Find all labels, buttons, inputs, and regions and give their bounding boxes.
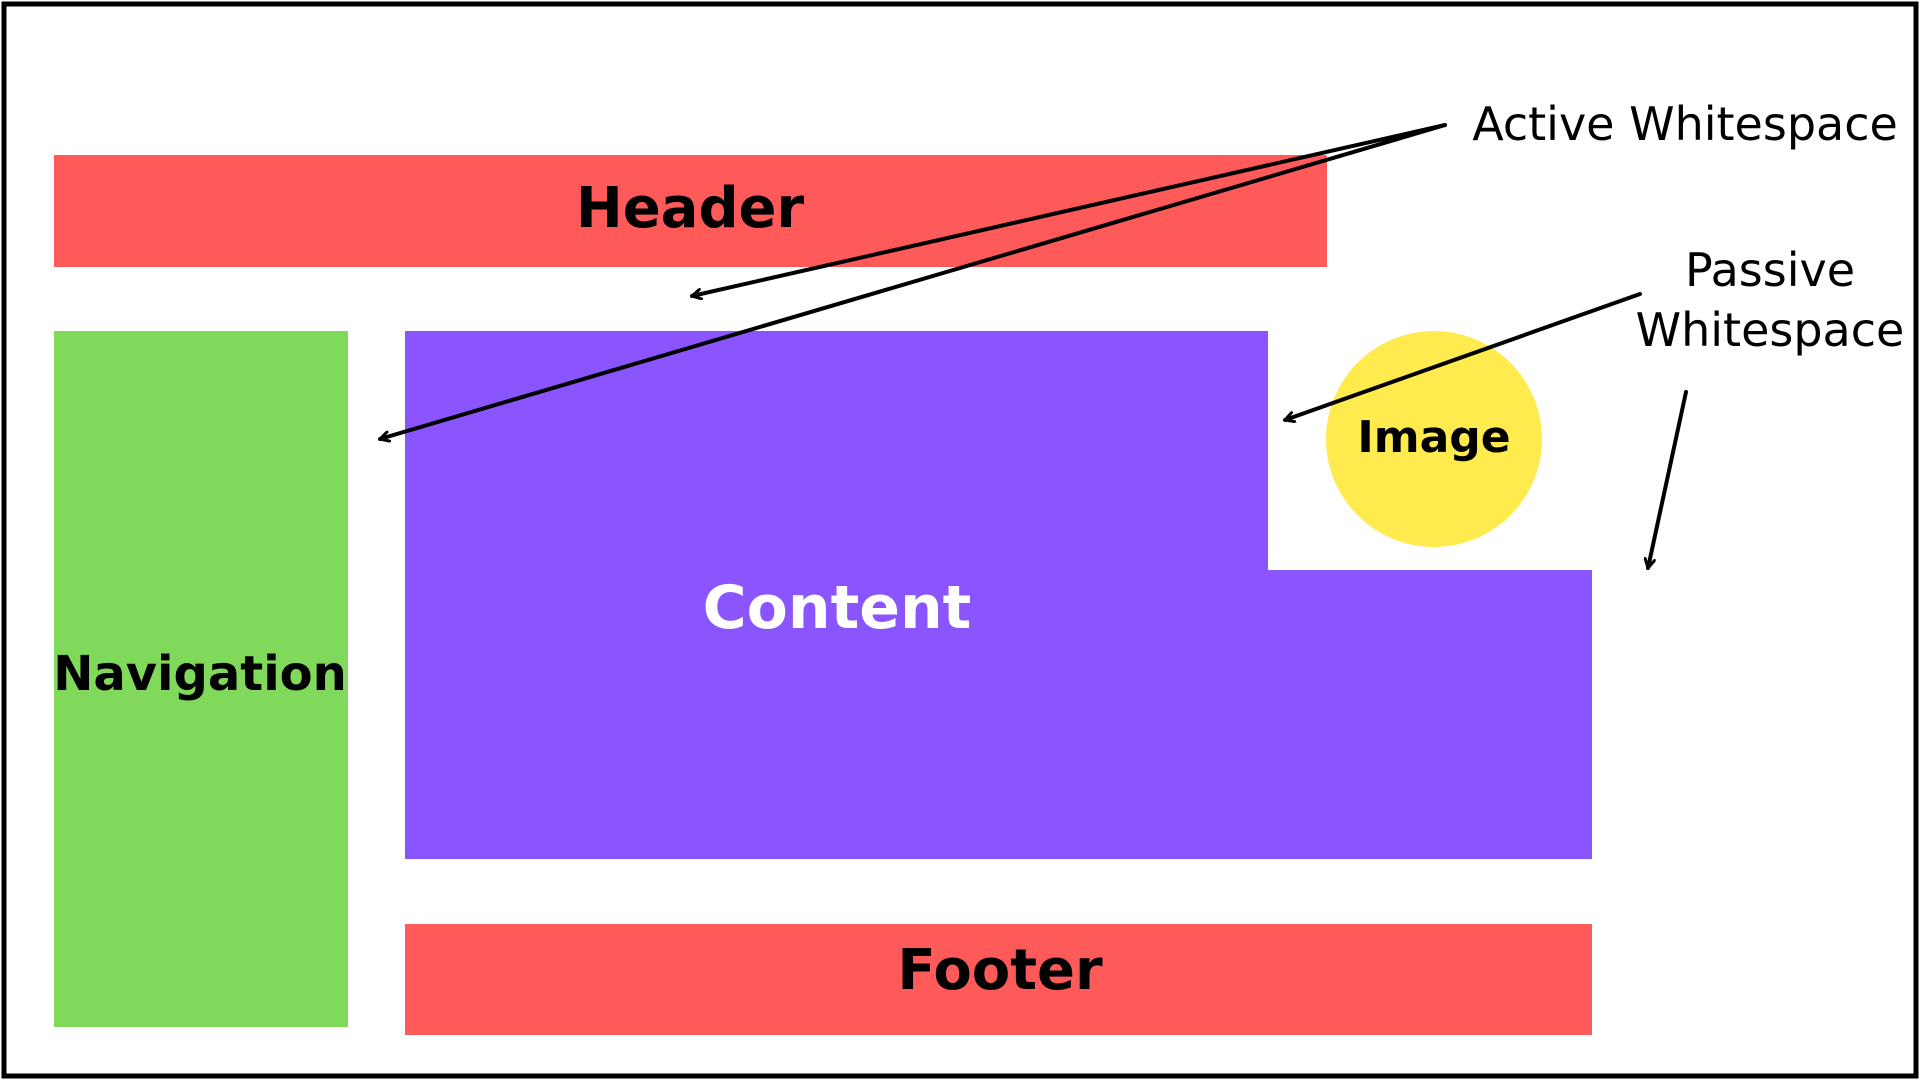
footer-block [405, 924, 1592, 1035]
navigation-block [54, 331, 348, 1027]
active-arrow-nav-gap [378, 123, 1447, 439]
passive-arrow-image-gap [1283, 292, 1642, 420]
footer-label: Footer [897, 938, 1103, 1003]
passive-arrow-right-gap [1648, 390, 1688, 570]
passive-whitespace-label-line2: Whitespace [1636, 303, 1905, 357]
image-label: Image [1357, 412, 1510, 463]
navigation-label: Navigation [53, 646, 347, 702]
content-label: Content [703, 573, 972, 643]
header-label: Header [576, 176, 805, 241]
active-whitespace-label: Active Whitespace [1472, 97, 1898, 151]
header-block [54, 155, 1327, 267]
content-block [405, 331, 1592, 859]
active-arrow-header-gap [690, 123, 1447, 296]
passive-whitespace-label-line1: Passive [1685, 243, 1855, 297]
